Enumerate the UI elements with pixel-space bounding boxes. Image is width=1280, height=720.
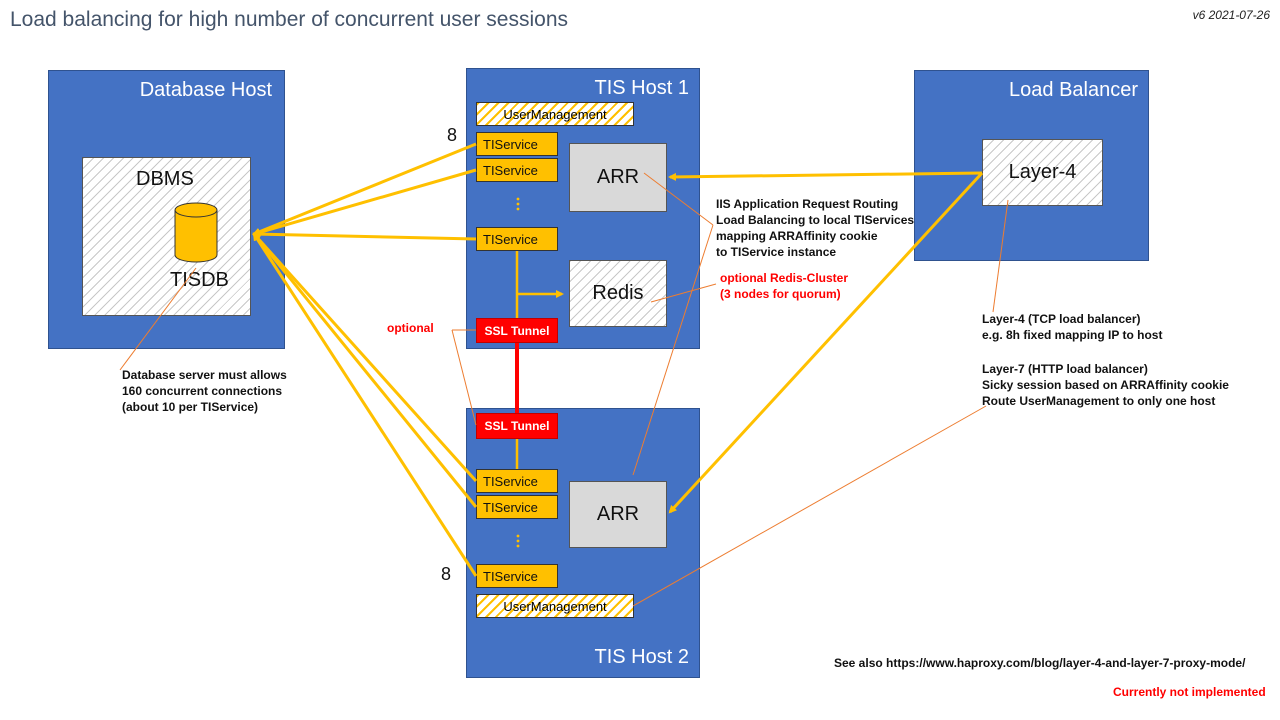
user-management-2: UserManagement [476,594,634,618]
arr-box-2: ARR [569,481,667,548]
callout-layer7 [632,405,987,607]
layer7-note: Layer-7 (HTTP load balancer) Sicky sessi… [982,362,1229,408]
redis-cluster-note: optional Redis-Cluster (3 nodes for quor… [720,271,849,301]
tiservice-1a: TIService [476,132,558,156]
redis-box: Redis [569,260,667,327]
callout-optional-b [451,329,477,426]
database-cylinder-icon [174,202,218,263]
tiservice-2b: TIService [476,495,558,519]
arr-label-2: ARR [596,503,640,525]
layer4-box: Layer-4 [982,139,1103,206]
callout-db [119,267,197,371]
arr-label-1: ARR [596,166,640,188]
ssl-tunnel-1: SSL Tunnel [476,318,558,343]
dbms-label: DBMS [136,168,194,190]
tiservice-2a: TIService [476,469,558,493]
tisdb-label: TISDB [170,269,229,291]
db-link-1c [252,230,477,241]
redis-label: Redis [592,282,644,304]
optional-note: optional [387,321,434,335]
callout-iis-a [643,172,714,226]
db-link-2b [252,232,478,508]
page-title: Load balancing for high number of concur… [10,8,568,31]
db-link-2a [252,232,478,483]
see-also-link[interactable]: See also https://www.haproxy.com/blog/la… [834,656,1246,670]
db-link-2c [252,232,478,577]
db-note: Database server must allows 160 concurre… [122,368,287,414]
arr-box-1: ARR [569,143,667,212]
tiservice-1c: TIService [476,227,558,251]
database-host-label: Database Host [139,79,272,101]
load-balancer-label: Load Balancer [1009,79,1138,101]
layer4-label: Layer-4 [1008,161,1077,183]
service-count-1: 8 [447,125,458,145]
callout-iis-b [632,224,714,476]
tis-host-2-label: TIS Host 2 [594,646,689,668]
version-label: v6 2021-07-26 [1192,8,1270,22]
service-count-2: 8 [441,564,452,584]
callout-layer4 [992,199,1009,313]
db-link-1b [252,168,477,237]
ssl-tunnel-2: SSL Tunnel [476,413,558,439]
not-implemented-note: Currently not implemented [1113,685,1266,699]
db-link-1a [252,142,477,236]
lb-to-arr-1 [668,171,983,181]
dbms-box: DBMS TISDB [82,157,251,316]
tiservice-2c: TIService [476,564,558,588]
user-management-1: UserManagement [476,102,634,126]
lb-to-arr-2 [668,171,984,514]
tis-host-1-label: TIS Host 1 [594,77,689,99]
iis-note: IIS Application Request Routing Load Bal… [716,197,915,259]
ellipsis-dots-icon [516,197,520,548]
layer4-note: Layer-4 (TCP load balancer) e.g. 8h fixe… [982,312,1163,342]
tiservice-1b: TIService [476,158,558,182]
callout-redis [650,283,717,303]
